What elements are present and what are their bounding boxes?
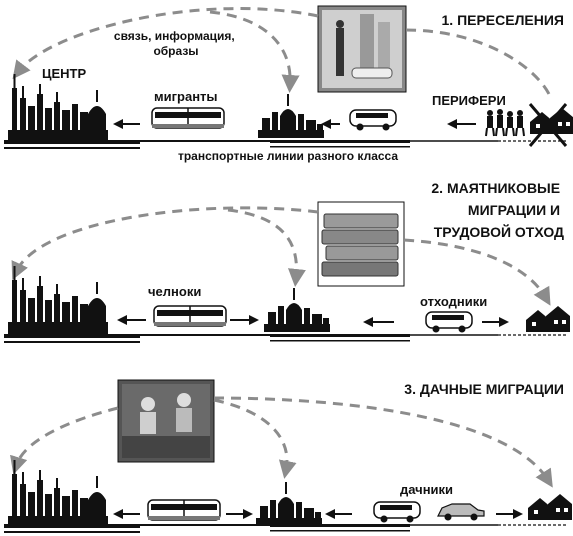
info-arc-3-left xyxy=(10,406,119,475)
transport-lines-2 xyxy=(4,334,566,343)
car-icon xyxy=(437,503,485,522)
bus-icon xyxy=(349,109,397,132)
big-city-icon xyxy=(8,74,108,142)
transport-lines xyxy=(4,140,566,149)
panel-resettlement: 1. ПЕРЕСЕЛЕНИЯ связь, информация, образы… xyxy=(4,5,573,163)
panel-2-title: 2. МАЯТНИКОВЫЕ МИГРАЦИИ И ТРУДОВОЙ ОТХОД xyxy=(431,180,564,240)
info-arc-3-town xyxy=(213,398,297,479)
info-arc-2-right xyxy=(403,238,551,306)
train-icon-2 xyxy=(153,305,227,327)
panel-3-title: 3. ДАЧНЫЕ МИГРАЦИИ xyxy=(404,381,564,397)
big-city-icon-3 xyxy=(8,460,108,528)
money-stack-photo xyxy=(317,201,405,287)
big-city-icon-2 xyxy=(8,266,108,334)
town-icon-3 xyxy=(256,482,322,526)
transport-lines-3 xyxy=(4,524,566,533)
label-shuttles: челноки xyxy=(148,284,201,299)
info-arc-top xyxy=(12,7,319,80)
gardeners-photo xyxy=(117,379,215,463)
label-periphery: ПЕРИФЕРИ xyxy=(432,93,506,108)
train-icon xyxy=(151,107,225,129)
info-label: связь, информация, образы xyxy=(114,29,238,58)
panel-1-title: 1. ПЕРЕСЕЛЕНИЯ xyxy=(442,12,565,28)
bus-icon-3 xyxy=(373,501,421,524)
info-arc-right xyxy=(405,28,552,97)
train-icon-3 xyxy=(147,499,221,521)
abandoned-village-icon xyxy=(528,103,573,147)
label-otkhodniki: отходники xyxy=(420,294,487,309)
panel-pendulum: 2. МАЯТНИКОВЫЕ МИГРАЦИИ И ТРУДОВОЙ ОТХОД… xyxy=(4,180,570,343)
label-dachniki: дачники xyxy=(400,482,453,497)
info-arc-3-right xyxy=(213,396,553,488)
village-icon-3 xyxy=(528,494,572,520)
transport-lines-label: транспортные линии разного класса xyxy=(178,149,398,163)
village-icon-2 xyxy=(526,306,570,332)
label-center: ЦЕНТР xyxy=(42,66,86,81)
label-migrants: мигранты xyxy=(154,89,218,104)
town-icon-2 xyxy=(264,288,330,332)
info-arc-2-left xyxy=(11,206,319,281)
town-icon xyxy=(258,94,324,138)
panel-dacha: 3. ДАЧНЫЕ МИГРАЦИИ дачники xyxy=(4,379,572,533)
bus-icon-2 xyxy=(425,311,473,334)
info-arc-town xyxy=(209,10,300,93)
walking-people-icon xyxy=(485,108,525,137)
info-arc-2-town xyxy=(227,208,306,287)
city-lifestyle-photo xyxy=(317,5,407,93)
